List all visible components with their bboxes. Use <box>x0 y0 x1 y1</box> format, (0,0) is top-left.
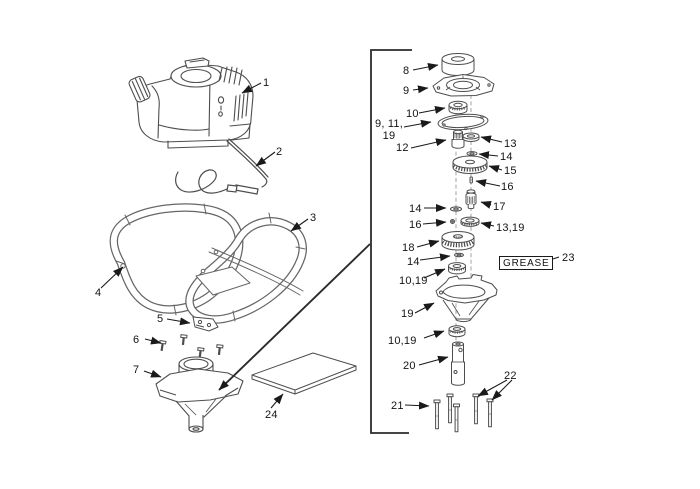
bearing-10-19-upper <box>448 262 466 275</box>
callout-label-fitting-17: 17 <box>493 201 506 213</box>
callout-label-output-shaft: 20 <box>403 360 416 372</box>
handlebar-frame-illustration <box>109 203 307 324</box>
callout-label-handlebar-frame: 3 <box>310 212 317 224</box>
callout-label-washer-14-center: 14 <box>407 256 420 268</box>
lower-mount-bracket-illustration <box>192 316 219 332</box>
callout-label-washer-14-left: 14 <box>409 203 422 215</box>
callout-label-pin-16-left: 16 <box>409 219 422 231</box>
gear-18 <box>441 231 475 251</box>
gear-head-cover-9 <box>432 74 495 97</box>
bearing-13-19 <box>460 216 480 227</box>
washer-14-right <box>466 151 478 156</box>
callout-label-frame-bolt: 4 <box>95 287 102 299</box>
grease-tag: GREASE <box>499 256 554 270</box>
callout-label-washer-14-right: 14 <box>500 151 513 163</box>
callout-label-cover: 9 <box>403 85 410 97</box>
callout-label-skid-plate: 24 <box>265 409 278 421</box>
callout-arrows <box>100 63 560 410</box>
washer-14-left <box>450 206 462 212</box>
gasket-11 <box>437 113 489 131</box>
skid-plate-illustration <box>251 352 357 395</box>
callout-label-cap: 8 <box>403 65 410 77</box>
pin-16-right <box>469 176 473 184</box>
callout-label-transmission: 7 <box>133 364 140 376</box>
callout-label-bearing-top: 10 <box>406 108 419 120</box>
engine-illustration <box>128 57 254 149</box>
pin-16-left <box>450 219 455 224</box>
callout-label-bearing-10-19-lower: 10,19 <box>388 335 417 347</box>
callout-label-gear-18: 18 <box>402 242 415 254</box>
output-shaft-20 <box>451 341 465 386</box>
callout-label-gasket-group: 9, 11, 19 <box>375 118 403 142</box>
bolts-21-22 <box>433 393 494 433</box>
callout-label-bolt-21: 21 <box>391 400 404 412</box>
callout-label-grease: 23 <box>562 252 575 264</box>
exploded-parts <box>432 53 498 433</box>
throttle-cable-illustration <box>175 138 269 195</box>
washer-14-center <box>454 252 464 258</box>
ring-13 <box>462 132 480 142</box>
callout-label-pin-16-right: 16 <box>501 181 514 193</box>
cap-8 <box>441 53 475 76</box>
pinion-12 <box>451 129 465 149</box>
callout-label-screws: 6 <box>133 334 140 346</box>
screws-illustration <box>159 334 224 359</box>
transmission-illustration <box>155 356 244 433</box>
callout-label-throttle-cable: 2 <box>276 146 283 158</box>
exploded-view-bracket <box>218 49 412 434</box>
callout-label-housing-19: 19 <box>401 308 414 320</box>
callout-label-bolts-22: 22 <box>504 370 517 382</box>
bearing-10 <box>448 100 468 115</box>
callout-label-engine: 1 <box>263 77 270 89</box>
fitting-17 <box>465 189 477 210</box>
callout-label-bearing-13-19: 13,19 <box>496 222 525 234</box>
callout-label-mount-bracket: 5 <box>157 313 164 325</box>
callout-label-bearing-10-19-upper: 10,19 <box>399 275 428 287</box>
callout-label-ring-13: 13 <box>504 138 517 150</box>
bearing-10-19-lower <box>448 325 466 338</box>
callout-label-pinion: 12 <box>396 142 409 154</box>
callout-label-gear-15: 15 <box>504 165 517 177</box>
housing-19 <box>435 274 498 323</box>
fuel-cap <box>128 75 151 103</box>
centerlines <box>455 75 472 342</box>
gear-15 <box>452 155 488 174</box>
